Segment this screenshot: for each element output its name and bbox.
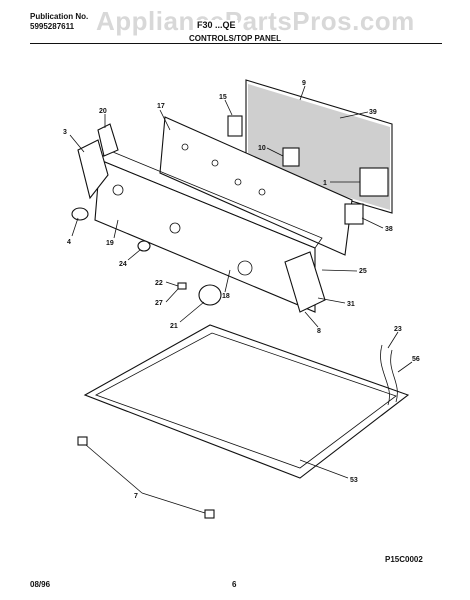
callout-10: 10 [258, 145, 266, 152]
leader-line [304, 311, 319, 328]
callout-3: 3 [63, 129, 67, 136]
watermark: AppliancePartsPros.com [96, 6, 415, 36]
section-title: CONTROLS/TOP PANEL [188, 34, 281, 43]
callout-19: 19 [106, 240, 114, 247]
callout-22: 22 [155, 280, 163, 287]
leader-line [165, 281, 179, 287]
callout-20: 20 [99, 108, 107, 115]
callout-15: 15 [219, 94, 227, 101]
callout-56: 56 [412, 356, 420, 363]
footer-date: 08/96 [30, 580, 51, 589]
timer-part[interactable] [359, 167, 389, 197]
leader-line [321, 269, 358, 272]
clip-part[interactable] [177, 282, 187, 290]
bracket-part[interactable] [344, 203, 364, 225]
callout-1: 1 [323, 180, 327, 187]
console-hole [237, 260, 253, 276]
leader-line [299, 85, 306, 101]
callout-8: 8 [317, 328, 321, 335]
console-hole [169, 222, 181, 234]
push-button-part[interactable] [137, 240, 151, 252]
knob-part[interactable] [198, 284, 222, 306]
leader-line [339, 111, 369, 119]
leader-line [71, 217, 79, 237]
callout-24: 24 [119, 261, 127, 268]
model-number: F30 ...QE [195, 20, 238, 30]
end-cap-right[interactable] [284, 251, 326, 313]
leader-line [179, 301, 205, 323]
page-number: 6 [232, 580, 237, 589]
console-hole [112, 184, 124, 196]
callout-39: 39 [369, 109, 377, 116]
leader-line [113, 219, 119, 239]
leader-line [224, 99, 233, 116]
figure-id: P15C0002 [385, 555, 423, 564]
callout-7: 7 [134, 493, 138, 500]
callout-9: 9 [302, 80, 306, 87]
leader-line [387, 331, 399, 349]
plate-hole [211, 159, 219, 167]
leader-line [69, 134, 85, 153]
back-panel-texture [248, 84, 390, 210]
leader-line [361, 217, 384, 229]
plate-hole [181, 143, 189, 151]
publication-number: 5995287611 [30, 22, 75, 31]
harness-part[interactable] [390, 349, 398, 403]
top-panel-inner [95, 332, 397, 469]
leader-line [159, 109, 171, 131]
plate-hole [234, 178, 242, 186]
end-cap-left[interactable] [77, 139, 109, 200]
callout-31: 31 [347, 301, 355, 308]
header-rule [30, 43, 442, 44]
callout-38: 38 [385, 226, 393, 233]
publication-label: Publication No. [30, 12, 89, 21]
knob-part[interactable] [71, 207, 89, 221]
control-panel-plate[interactable] [159, 116, 353, 256]
leader-line [299, 459, 349, 479]
leader-line [141, 492, 206, 514]
leader-line [165, 288, 179, 303]
callout-25: 25 [359, 268, 367, 275]
callout-53: 53 [350, 477, 358, 484]
callout-17: 17 [157, 103, 165, 110]
leader-line [127, 249, 141, 261]
callout-21: 21 [170, 323, 178, 330]
leader-line [266, 147, 284, 157]
leader-line [85, 444, 143, 494]
harness-part[interactable] [380, 344, 390, 406]
callout-27: 27 [155, 300, 163, 307]
plate-hole [258, 188, 266, 196]
clip-part[interactable] [77, 436, 88, 446]
leader-line [224, 269, 231, 293]
top-panel-part[interactable] [83, 324, 410, 479]
callout-18: 18 [222, 293, 230, 300]
trim-part[interactable] [97, 123, 119, 157]
clip-part[interactable] [204, 509, 215, 519]
switch-part[interactable] [282, 147, 300, 167]
callout-23: 23 [394, 326, 402, 333]
switch-part[interactable] [227, 115, 243, 137]
callout-4: 4 [67, 239, 71, 246]
leader-line [317, 297, 346, 304]
leader-line [397, 361, 413, 373]
